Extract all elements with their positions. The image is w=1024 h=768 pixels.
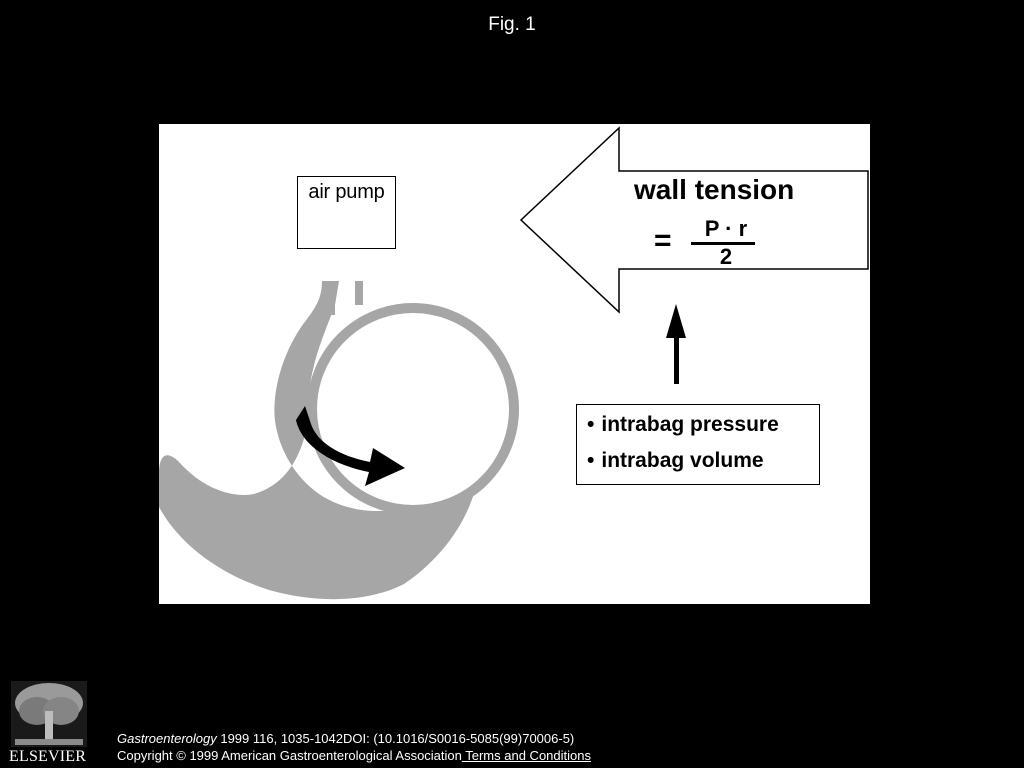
stomach-shape: [159, 281, 511, 600]
curved-arrow-icon: [296, 406, 405, 486]
citation-line: Gastroenterology 1999 116, 1035-1042DOI:…: [117, 731, 574, 746]
terms-and-conditions-link[interactable]: Terms and Conditions: [461, 748, 591, 763]
air-pump-box: air pump: [297, 176, 396, 249]
tube-left: [327, 281, 335, 315]
equation-denominator: 2: [719, 244, 733, 269]
figure-drawing: [159, 126, 869, 600]
equation-numerator: P · r: [704, 216, 748, 241]
equation-equals: =: [654, 224, 672, 257]
wall-tension-title: wall tension: [634, 174, 795, 205]
tube-right: [355, 281, 363, 305]
measurement-item: intrabag pressure: [587, 413, 778, 437]
citation-details: 1999 116, 1035-1042DOI: (10.1016/S0016-5…: [216, 731, 575, 746]
journal-name: Gastroenterology: [117, 731, 217, 746]
intragastric-bag: [307, 303, 519, 515]
equation-fraction-bar: [691, 242, 755, 245]
slide-title: Fig. 1: [488, 14, 536, 35]
elsevier-tree-logo-icon: [11, 681, 87, 747]
up-arrow-icon: [666, 304, 686, 384]
measurements-box: intrabag pressure intrabag volume: [576, 404, 820, 485]
air-pump-label: air pump: [308, 181, 385, 203]
wall-tension-arrow-icon: [519, 126, 869, 314]
figure-panel: air pump wall tension = P · r 2 intrabag…: [159, 124, 870, 604]
publisher-name: ELSEVIER: [9, 748, 87, 765]
copyright-text: Copyright © 1999 American Gastroenterolo…: [117, 748, 462, 763]
measurement-item: intrabag volume: [587, 449, 763, 473]
copyright-line: Copyright © 1999 American Gastroenterolo…: [117, 748, 591, 763]
